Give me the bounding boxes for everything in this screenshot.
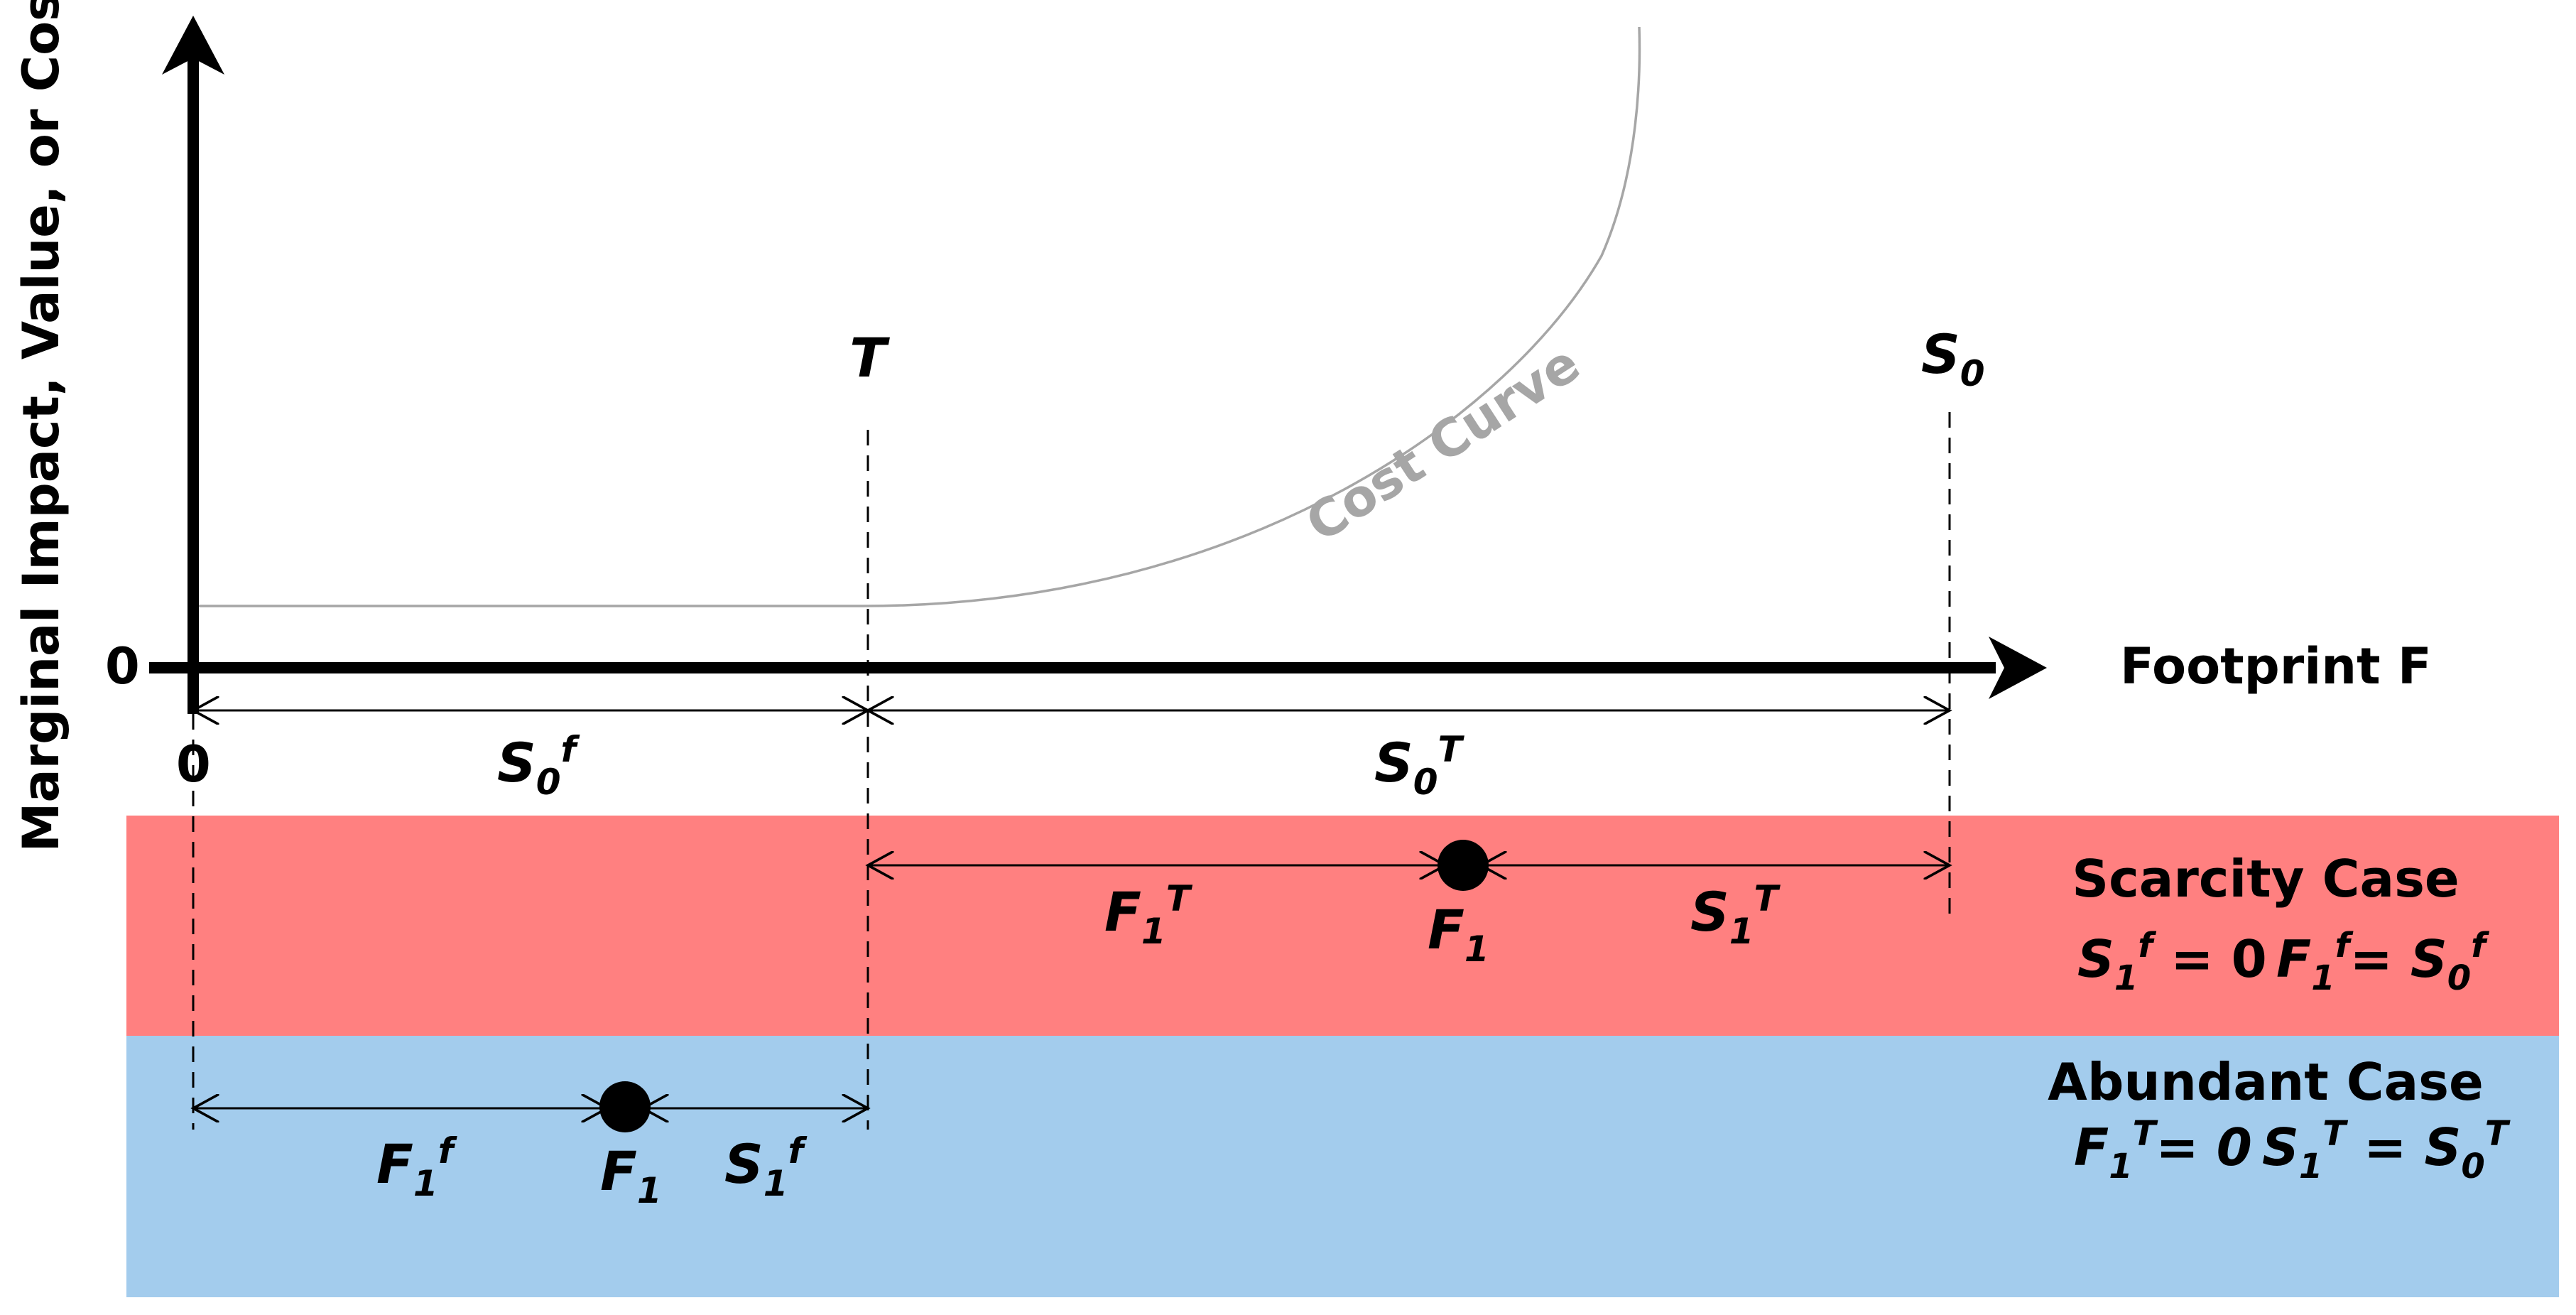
scarcity-s1T-label: S1T [1690, 878, 1781, 952]
abundant-title: Abundant Case [2048, 1052, 2484, 1112]
x-axis-label: Footprint F [2120, 637, 2432, 696]
scarcity-f1-point [1438, 840, 1489, 891]
abundant-f1-label: F1 [600, 1140, 662, 1211]
s0f-label: S0f [497, 729, 580, 803]
stock-label: S0 [1921, 323, 1985, 394]
scarcity-title: Scarcity Case [2072, 849, 2460, 909]
scarcity-equation-s1f: S1f = 0 [2077, 926, 2267, 998]
y-origin-label: 0 [105, 637, 140, 696]
scarcity-equation-f1f: F1f= S0f [2276, 926, 2489, 998]
y-axis-arrowhead [162, 16, 224, 75]
cost-curve-label: Cost Curve [1295, 333, 1590, 553]
scarcity-f1T-label: F1T [1104, 878, 1193, 952]
abundant-equation-s1T: S1T = S0T [2262, 1114, 2511, 1186]
abundant-f1-point [599, 1081, 651, 1132]
cost-curve [193, 26, 1641, 607]
y-axis-label: Marginal Impact, Value, or Cost [12, 0, 70, 852]
abundant-s1f-label: S1f [724, 1130, 808, 1204]
abundant-equation-f1T: F1T= 0 [2074, 1114, 2252, 1186]
threshold-label: T [849, 326, 890, 389]
x-axis-arrowhead [1989, 637, 2047, 699]
scarcity-f1-label: F1 [1428, 898, 1489, 970]
abundant-band [126, 1036, 2559, 1297]
s0T-label: S0T [1374, 729, 1465, 803]
